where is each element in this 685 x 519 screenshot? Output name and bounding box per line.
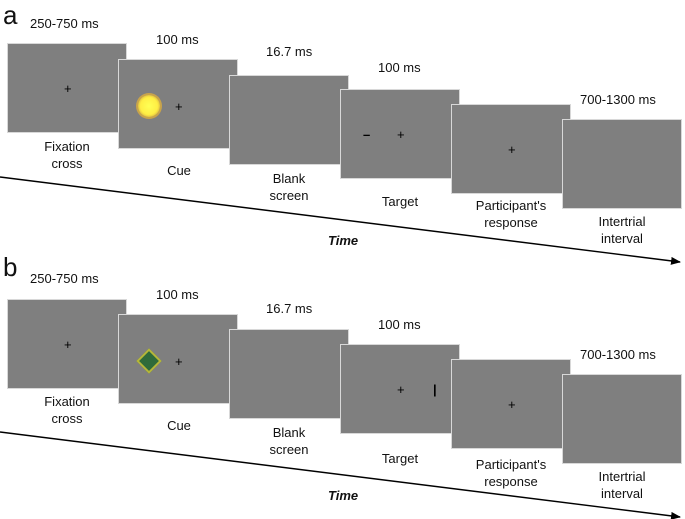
label-blank-b: Blank screen bbox=[269, 425, 309, 457]
label-response-a: Participant's response bbox=[475, 198, 547, 230]
label-response-b: Participant's response bbox=[475, 457, 547, 489]
screen-response-b: + bbox=[451, 359, 571, 449]
time-label-b: Time bbox=[328, 488, 359, 503]
time-arrow-a bbox=[0, 176, 681, 265]
duration-cue-a: 100 ms bbox=[156, 32, 199, 47]
time-arrow-b bbox=[0, 431, 681, 519]
screen-target-a: – + bbox=[340, 89, 460, 179]
label-blank-a: Blank screen bbox=[269, 171, 309, 203]
screen-fixation-a: + bbox=[7, 43, 127, 133]
fixation-cross-icon: + bbox=[508, 397, 516, 412]
fixation-cross-icon: + bbox=[64, 337, 72, 352]
duration-target-a: 100 ms bbox=[378, 60, 421, 75]
duration-iti-a: 700-1300 ms bbox=[580, 92, 656, 107]
fixation-cross-icon: + bbox=[64, 81, 72, 96]
sun-cue-icon bbox=[138, 95, 160, 117]
duration-fixation-a: 250-750 ms bbox=[30, 16, 99, 31]
label-iti-a: Intertrial interval bbox=[598, 214, 646, 246]
duration-fixation-b: 250-750 ms bbox=[30, 271, 99, 286]
duration-blank-a: 16.7 ms bbox=[266, 44, 313, 59]
screen-cue-a: + bbox=[118, 59, 238, 149]
panel-letter-b: b bbox=[3, 252, 18, 282]
target-line-icon: | bbox=[433, 382, 437, 397]
duration-blank-b: 16.7 ms bbox=[266, 301, 313, 316]
screen-blank-a bbox=[229, 75, 349, 165]
screen-target-b: + | bbox=[340, 344, 460, 434]
screen-cue-b: + bbox=[118, 314, 238, 404]
label-target-a: Target bbox=[381, 194, 419, 209]
label-fixation-a: Fixation cross bbox=[44, 139, 90, 171]
duration-iti-b: 700-1300 ms bbox=[580, 347, 656, 362]
screen-iti-b bbox=[562, 374, 682, 464]
label-target-b: Target bbox=[381, 451, 419, 466]
screen-blank-b bbox=[229, 329, 349, 419]
label-iti-b: Intertrial interval bbox=[598, 469, 646, 501]
label-cue-b: Cue bbox=[167, 418, 191, 433]
screen-iti-a bbox=[562, 119, 682, 209]
duration-target-b: 100 ms bbox=[378, 317, 421, 332]
duration-cue-b: 100 ms bbox=[156, 287, 199, 302]
screen-fixation-b: + bbox=[7, 299, 127, 389]
time-label-a: Time bbox=[328, 233, 359, 248]
fixation-cross-icon: + bbox=[397, 127, 405, 142]
fixation-cross-icon: + bbox=[508, 142, 516, 157]
fixation-cross-icon: + bbox=[397, 382, 405, 397]
fixation-cross-icon: + bbox=[175, 99, 183, 114]
label-fixation-b: Fixation cross bbox=[44, 394, 90, 426]
panel-letter-a: a bbox=[3, 0, 18, 30]
label-cue-a: Cue bbox=[167, 163, 191, 178]
target-line-icon: – bbox=[363, 127, 371, 142]
fixation-cross-icon: + bbox=[175, 354, 183, 369]
screen-response-a: + bbox=[451, 104, 571, 194]
